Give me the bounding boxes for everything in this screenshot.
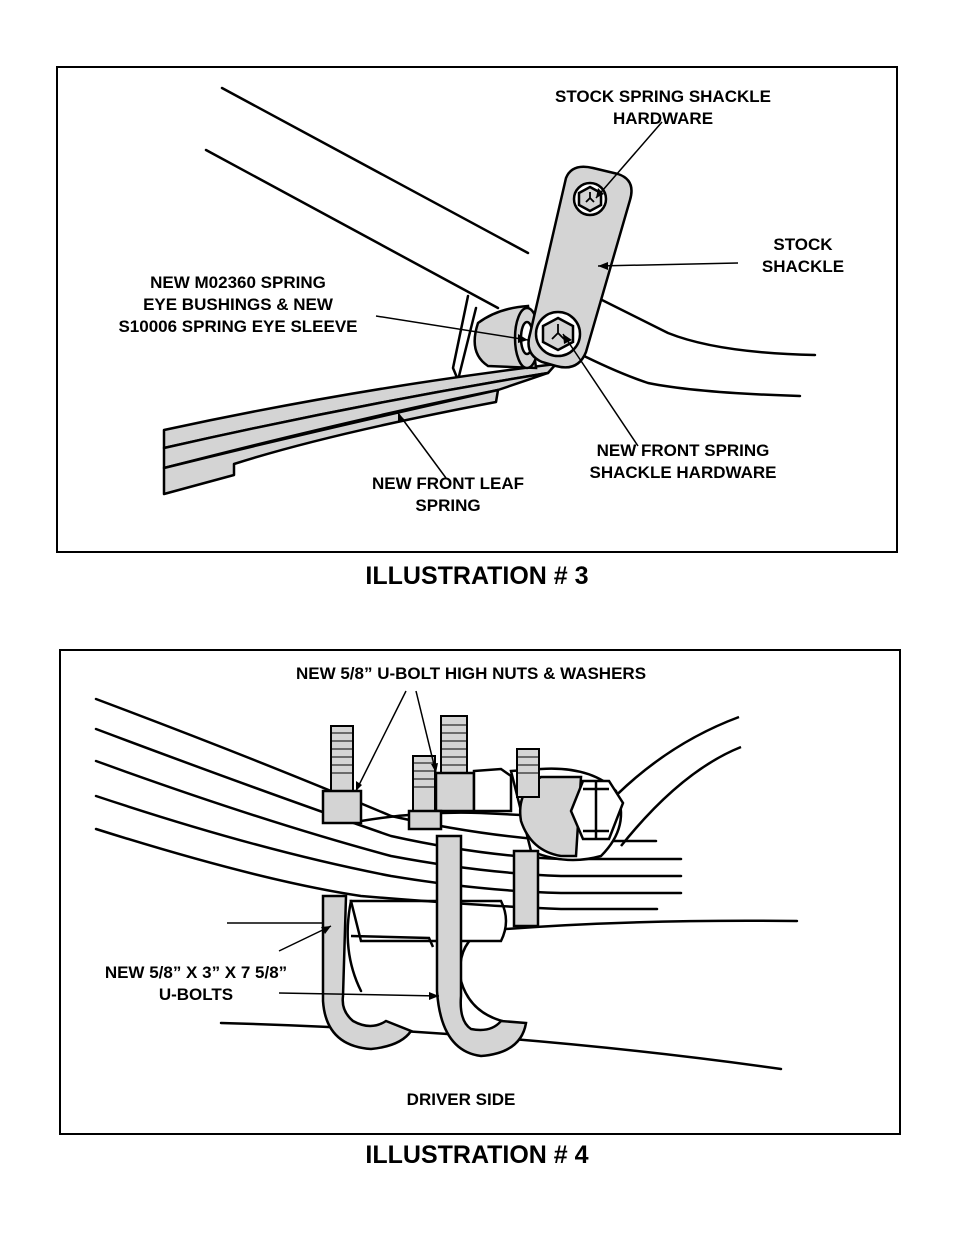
label-line: U-BOLTS	[158, 985, 234, 1004]
label-high-nuts: NEW 5/8” U-BOLT HIGH NUTS & WASHERS	[295, 664, 647, 683]
label-driver-side: DRIVER SIDE	[406, 1090, 516, 1109]
spring-bracket	[451, 294, 478, 382]
label-stock-hardware: STOCK SPRING SHACKLE HARDWARE	[528, 86, 798, 130]
stock-shackle	[527, 165, 633, 369]
axle-pad	[349, 899, 508, 948]
label-line: S10006 SPRING EYE SLEEVE	[118, 317, 358, 336]
illustration-4-frame: NEW 5/8” U-BOLT HIGH NUTS & WASHERS NEW …	[59, 649, 901, 1135]
illustration-3-drawing	[162, 86, 817, 496]
illustration-4-drawing	[94, 690, 799, 1071]
leaf-spring	[162, 362, 558, 496]
label-u-bolts: NEW 5/8” X 3” X 7 5/8” U-BOLTS	[81, 962, 311, 1006]
frame-rail-upper-right	[596, 296, 817, 357]
label-line: NEW M02360 SPRING	[150, 273, 326, 292]
u-bolt-rear-leg	[512, 849, 540, 928]
label-line: NEW FRONT LEAF	[371, 474, 525, 493]
u-bolts	[321, 834, 540, 1058]
label-new-leaf-spring: NEW FRONT LEAF SPRING	[348, 473, 548, 517]
illustration-4-caption: ILLUSTRATION # 4	[365, 1141, 589, 1169]
illustration-3-caption: ILLUSTRATION # 3	[365, 562, 589, 590]
frame-rail-lower-right	[576, 351, 802, 398]
thread-lines	[331, 724, 539, 788]
label-line: STOCK SPRING SHACKLE	[555, 87, 771, 106]
label-line: SHACKLE	[761, 257, 845, 276]
label-line: HARDWARE	[612, 109, 714, 128]
leaf-spring-pack	[94, 697, 683, 911]
frame-rail-upper	[220, 86, 530, 255]
illustration-3-frame: STOCK SPRING SHACKLE HARDWARE STOCK SHAC…	[56, 66, 898, 553]
label-line: STOCK	[773, 235, 833, 254]
label-line: EYE BUSHINGS & NEW	[143, 295, 333, 314]
u-bolt-left	[321, 894, 413, 1051]
u-bolt-right	[435, 834, 528, 1058]
label-line: SHACKLE HARDWARE	[589, 463, 777, 482]
label-new-shackle-hardware: NEW FRONT SPRING SHACKLE HARDWARE	[563, 440, 803, 484]
leader-lines	[375, 121, 739, 479]
frame-rail-lower	[204, 148, 500, 310]
label-line: NEW 5/8” X 3” X 7 5/8”	[104, 963, 288, 982]
label-new-bushings: NEW M02360 SPRING EYE BUSHINGS & NEW S10…	[98, 272, 378, 338]
leader-lines	[227, 690, 440, 997]
label-line: NEW FRONT SPRING	[596, 441, 770, 460]
spring-eye	[509, 715, 742, 862]
label-line: SPRING	[415, 496, 481, 515]
u-bolt-high-nuts	[321, 767, 513, 831]
label-stock-shackle: STOCK SHACKLE	[738, 234, 868, 278]
